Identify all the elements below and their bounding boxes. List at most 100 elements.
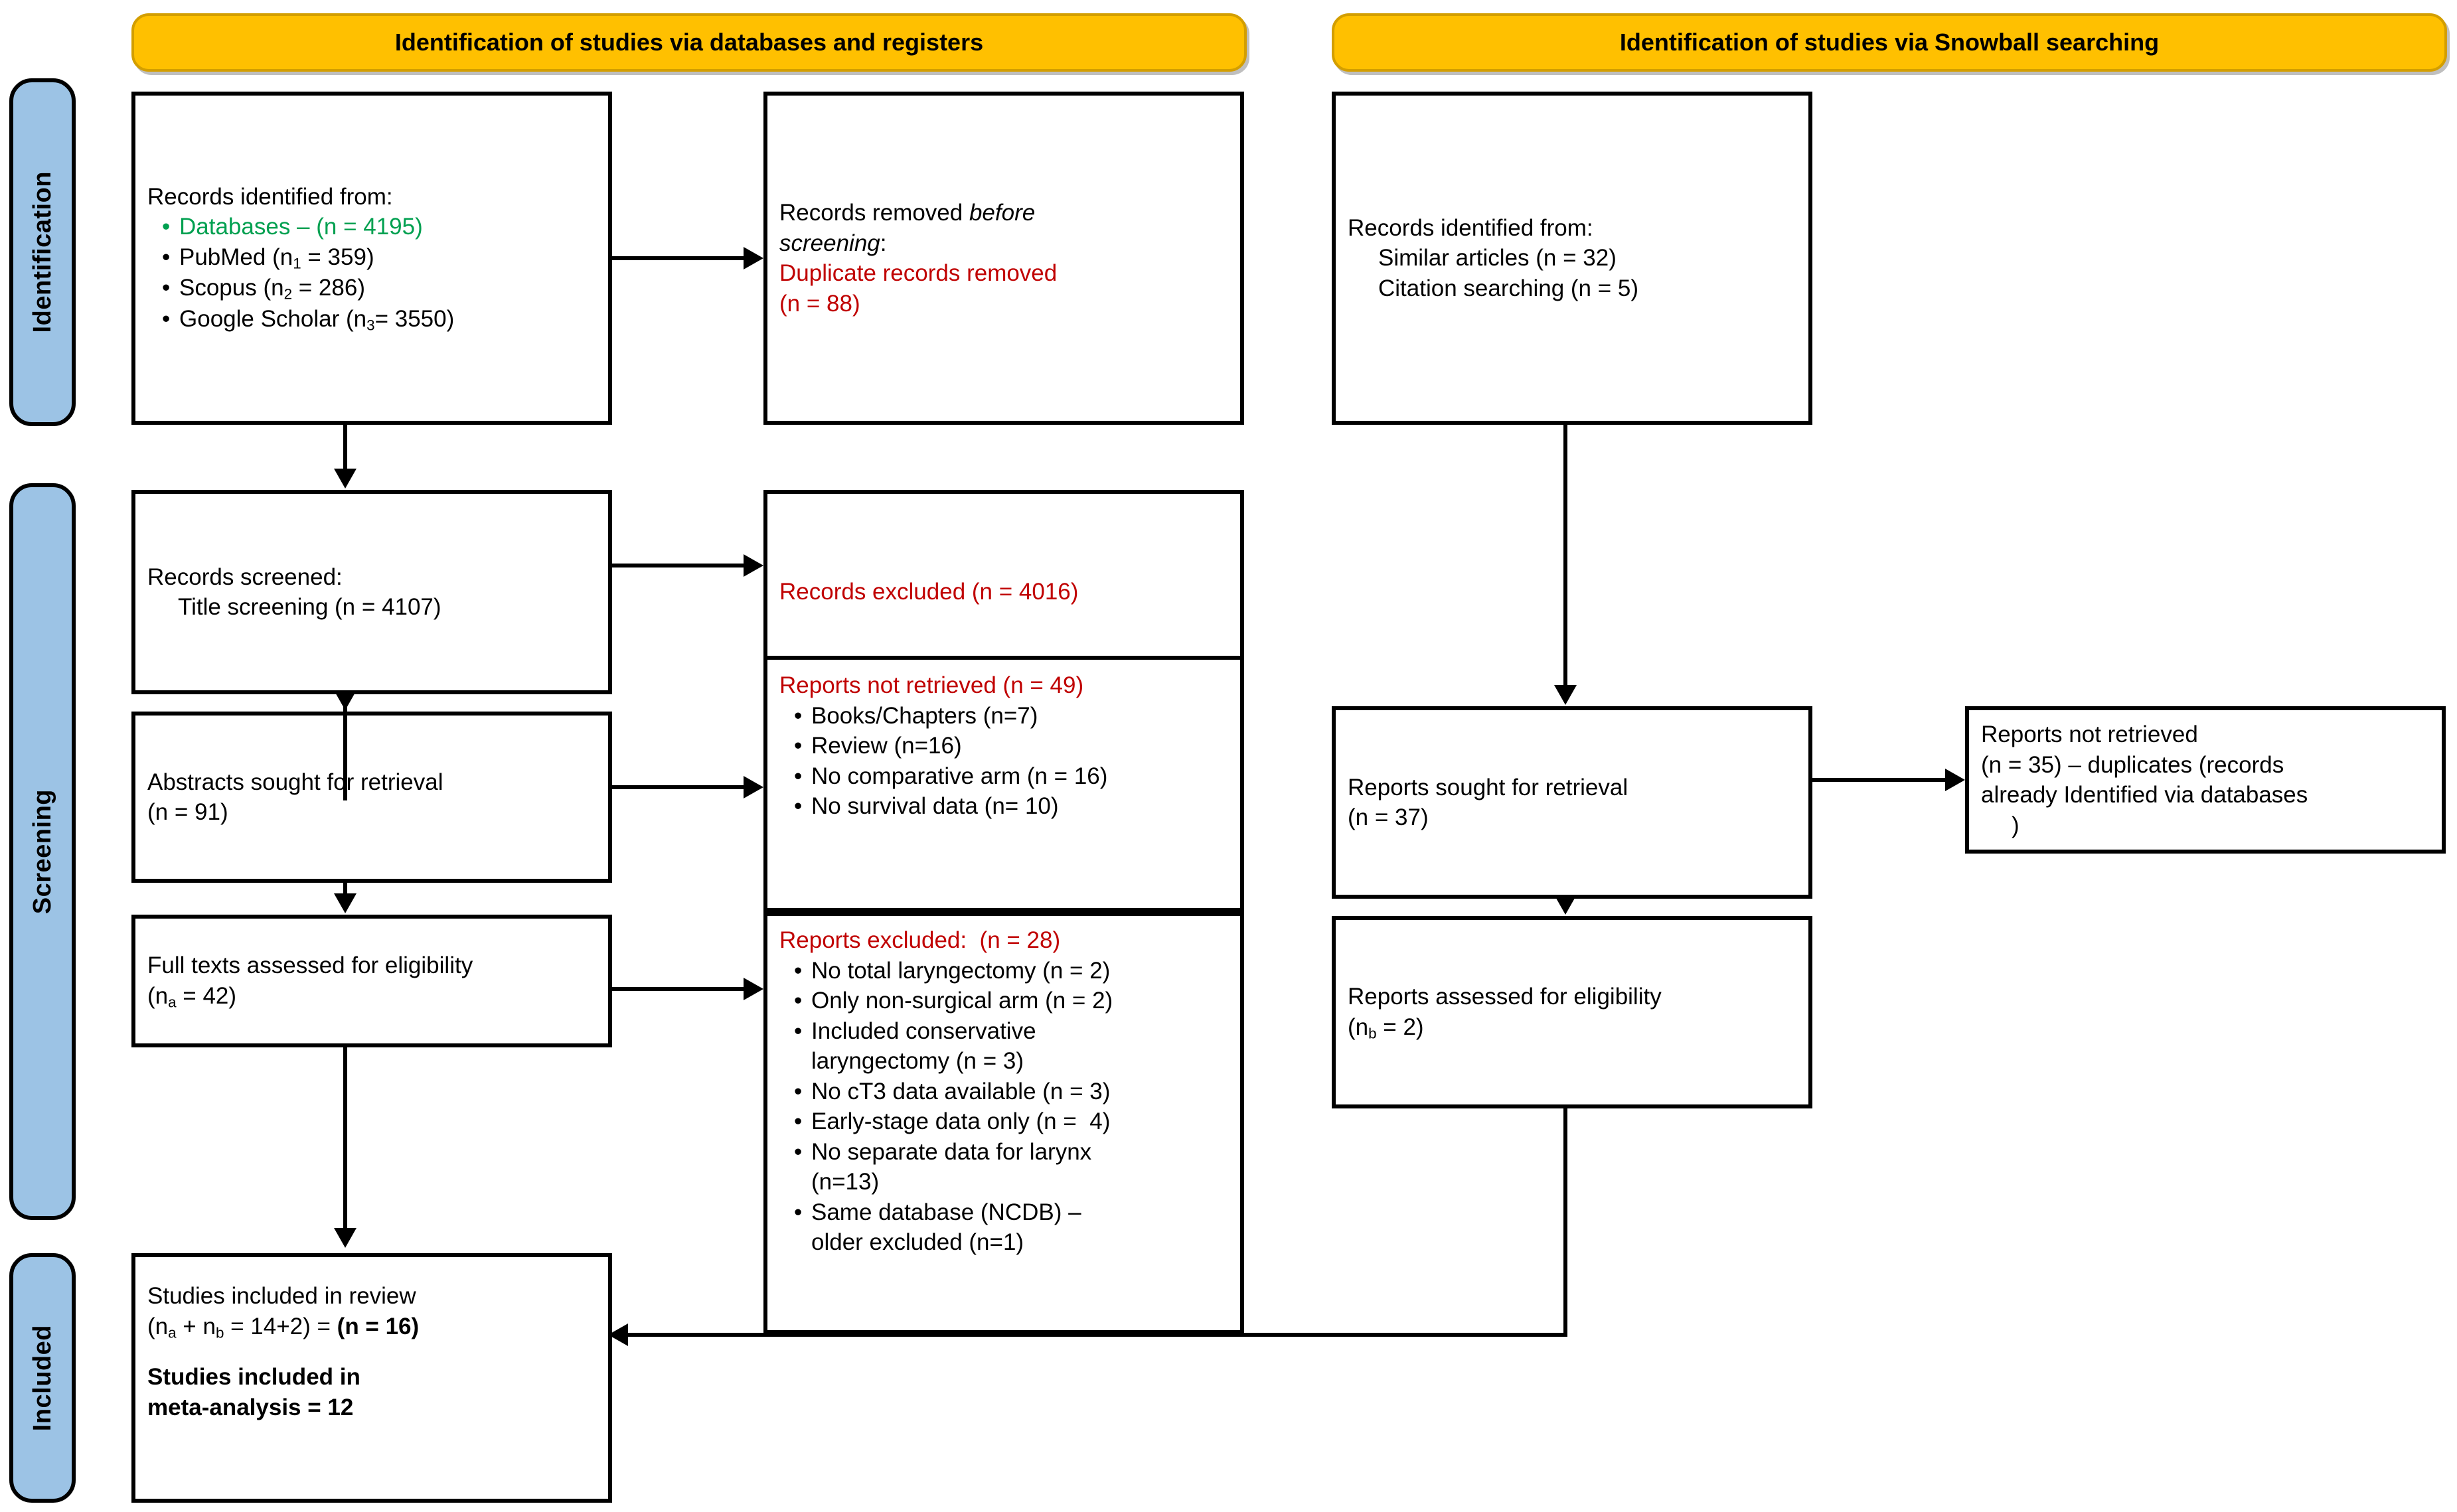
connector-assessed-to-studies-included (628, 1333, 1565, 1337)
box-records-identified-databases: Records identified from: • Databases – (… (131, 92, 612, 425)
records-identified-heading: Records identified from: (147, 183, 393, 210)
box-reports-excluded: Reports excluded: (n = 28) • No total la… (763, 912, 1244, 1334)
arrow-identified-to-removed (744, 247, 763, 269)
records-excluded-line1: Records excluded (n = 4016) (779, 579, 1079, 605)
records-identified-item-scopus: • Scopus (n2 = 286) (147, 273, 596, 304)
studies-included-line1: Studies included in review (147, 1283, 416, 1309)
reports-excluded-item: • Only non-surgical arm (n = 2) (779, 986, 1228, 1016)
bullet-dot-icon: • (162, 244, 171, 270)
arrow-abstracts-to-full-texts (334, 893, 357, 913)
snowball-identified-heading: Records identified from: (1348, 214, 1593, 241)
box-reports-assessed-for-eligibility: Reports assessed for eligibility (nb = 2… (1332, 916, 1812, 1108)
bullet-dot-icon: • (162, 214, 171, 240)
connector-abstracts-to-full-texts (343, 883, 347, 897)
connector-screened-to-abstracts (343, 694, 347, 800)
bullet-dot-icon: • (794, 1108, 803, 1134)
records-removed-line1: Records removed before (779, 200, 1036, 226)
reports-excluded-item: • Same database (NCDB) – older excluded … (779, 1197, 1228, 1258)
records-identified-item-databases: • Databases – (n = 4195) (147, 212, 596, 242)
connector-identified-to-screened (343, 425, 347, 469)
box-abstracts-sought-for-retrieval: Abstracts sought for retrieval (n = 91) (131, 712, 612, 883)
reports-not-retrieved-db-item: • No comparative arm (n = 16) (779, 761, 1228, 792)
arrow-screened-to-abstracts (334, 690, 357, 710)
bullet-dot-icon: • (794, 988, 803, 1014)
arrow-full-texts-to-reports-excluded (744, 978, 763, 1000)
reports-excluded-item: • No cT3 data available (n = 3) (779, 1077, 1228, 1107)
box-reports-not-retrieved-databases: Reports not retrieved (n = 49) • Books/C… (763, 656, 1244, 912)
arrow-snowball-identified-to-sought (1554, 685, 1577, 705)
studies-included-meta-line2: meta-analysis = 12 (147, 1394, 354, 1420)
arrow-full-texts-to-studies-included (334, 1228, 357, 1248)
arrow-screened-to-excluded (744, 554, 763, 577)
arrow-sought-to-assessed (1554, 895, 1577, 915)
reports-not-retrieved-sb-line2: (n = 35) – duplicates (records (1981, 751, 2284, 778)
reports-assessed-line2: (nb = 2) (1348, 1014, 1424, 1041)
snowball-identified-citation-searching: Citation searching (n = 5) (1378, 275, 1639, 301)
connector-screened-to-excluded (612, 564, 744, 567)
reports-excluded-item: • No separate data for larynx (n=13) (779, 1137, 1228, 1197)
reports-not-retrieved-db-item: • Review (n=16) (779, 731, 1228, 761)
arrow-sought-to-not-retrieved-snowball (1945, 769, 1965, 791)
phase-label-included: Included (9, 1253, 76, 1503)
bullet-dot-icon: • (162, 275, 171, 301)
connector-assessed-down (1563, 1108, 1567, 1337)
box-reports-not-retrieved-snowball: Reports not retrieved (n = 35) – duplica… (1965, 706, 2446, 854)
abstracts-sought-line1: Abstracts sought for retrieval (147, 769, 443, 795)
bullet-dot-icon: • (794, 702, 803, 729)
box-records-removed-before-screening: Records removed before screening: Duplic… (763, 92, 1244, 425)
full-texts-assessed-line2: (na = 42) (147, 982, 237, 1010)
bullet-dot-icon: • (794, 957, 803, 984)
box-snowball-records-identified: Records identified from: Similar article… (1332, 92, 1812, 425)
reports-sought-line2: (n = 37) (1348, 804, 1429, 830)
phase-label-included-text: Included (28, 1324, 56, 1432)
phase-label-identification-text: Identification (28, 171, 56, 333)
reports-excluded-item: • Early-stage data only (n = 4) (779, 1106, 1228, 1137)
connector-full-texts-to-reports-excluded (612, 987, 744, 991)
connector-sought-to-not-retrieved-snowball (1812, 778, 1945, 782)
reports-not-retrieved-sb-line1: Reports not retrieved (1981, 721, 2198, 747)
bullet-dot-icon: • (794, 793, 803, 819)
records-identified-item-pubmed: • PubMed (n1 = 359) (147, 242, 596, 273)
phase-label-screening: Screening (9, 483, 76, 1220)
records-screened-line2: Title screening (n = 4107) (178, 594, 441, 620)
box-studies-included: Studies included in review (na + nb = 14… (131, 1253, 612, 1503)
reports-excluded-item: • Included conservative laryngectomy (n … (779, 1016, 1228, 1077)
bullet-dot-icon: • (794, 1199, 803, 1225)
full-texts-assessed-line1: Full texts assessed for eligibility (147, 952, 473, 978)
reports-not-retrieved-sb-line4: ) (2012, 812, 2020, 838)
records-removed-line4: (n = 88) (779, 290, 860, 317)
box-reports-sought-for-retrieval: Reports sought for retrieval (n = 37) (1332, 706, 1812, 899)
bullet-dot-icon: • (794, 1018, 803, 1044)
snowball-identified-similar-articles: Similar articles (n = 32) (1378, 245, 1617, 271)
reports-assessed-line1: Reports assessed for eligibility (1348, 984, 1662, 1010)
records-screened-line1: Records screened: (147, 564, 343, 590)
phase-label-screening-text: Screening (28, 789, 56, 915)
studies-included-line2: (na + nb = 14+2) = (n = 16) (147, 1313, 420, 1341)
arrow-abstracts-to-not-retrieved (744, 776, 763, 798)
reports-excluded-item: • No total laryngectomy (n = 2) (779, 956, 1228, 986)
box-full-texts-assessed-for-eligibility: Full texts assessed for eligibility (na … (131, 915, 612, 1047)
bullet-dot-icon: • (794, 1138, 803, 1165)
records-removed-line3: Duplicate records removed (779, 260, 1058, 286)
connector-abstracts-to-not-retrieved (612, 785, 744, 789)
reports-excluded-heading: Reports excluded: (n = 28) (779, 927, 1061, 953)
bullet-dot-icon: • (162, 305, 171, 332)
banner-databases-registers-text: Identification of studies via databases … (394, 29, 984, 56)
bullet-dot-icon: • (794, 733, 803, 759)
arrow-assessed-to-studies-included (608, 1323, 628, 1346)
reports-not-retrieved-sb-line3: already Identified via databases (1981, 782, 2308, 808)
phase-label-identification: Identification (9, 78, 76, 426)
reports-sought-line1: Reports sought for retrieval (1348, 774, 1628, 800)
banner-snowball-searching: Identification of studies via Snowball s… (1332, 13, 2447, 72)
studies-included-meta-line1: Studies included in (147, 1364, 360, 1390)
abstracts-sought-line2: (n = 91) (147, 799, 228, 825)
reports-not-retrieved-db-heading: Reports not retrieved (n = 49) (779, 672, 1084, 698)
connector-identified-to-removed (612, 256, 744, 260)
reports-not-retrieved-db-item: • No survival data (n= 10) (779, 791, 1228, 822)
reports-not-retrieved-db-item: • Books/Chapters (n=7) (779, 701, 1228, 731)
connector-full-texts-to-studies-included (343, 1047, 347, 1228)
records-identified-item-google-scholar: • Google Scholar (n3= 3550) (147, 304, 596, 335)
arrow-identified-to-screened (334, 469, 357, 489)
banner-databases-registers: Identification of studies via databases … (131, 13, 1247, 72)
studies-included-spacer (147, 1342, 596, 1362)
